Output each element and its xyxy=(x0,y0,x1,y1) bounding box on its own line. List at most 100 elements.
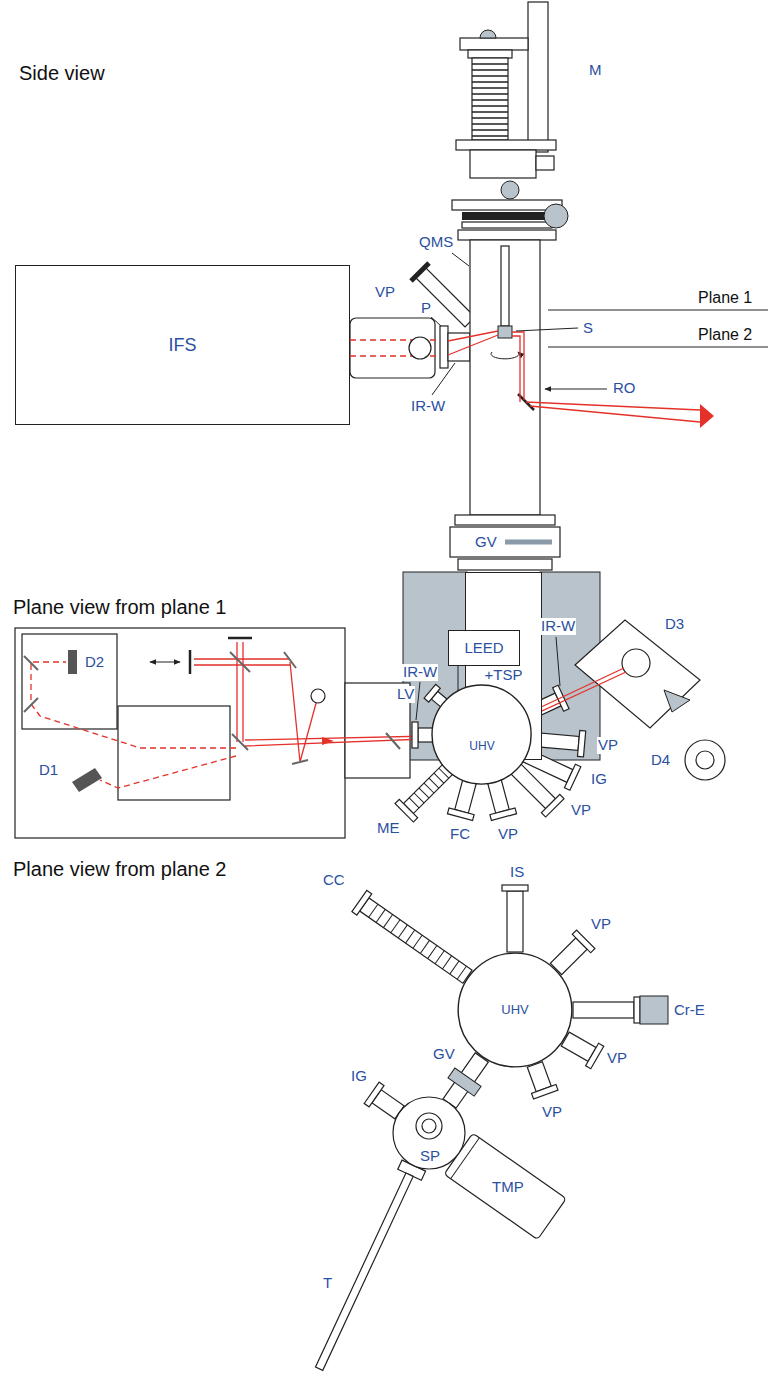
manipulator xyxy=(458,230,556,240)
part-label: IR-W xyxy=(402,664,438,681)
interferometer-optics xyxy=(24,638,476,792)
interferometer-optics xyxy=(189,650,192,674)
label-slot: VP xyxy=(570,802,592,819)
chamber-ports xyxy=(564,764,580,790)
chamber-ports xyxy=(418,728,434,742)
plane-marker: Plane 2 xyxy=(697,326,753,344)
chamber-ports xyxy=(412,722,418,748)
chamber-column xyxy=(450,527,560,557)
detector-housing xyxy=(622,649,650,677)
part-label: D1 xyxy=(38,762,59,779)
label-slot: Plane 1 xyxy=(697,289,753,307)
part-name: LEED xyxy=(464,639,503,656)
leed-box: LEED xyxy=(448,630,520,666)
load-lock xyxy=(307,1160,425,1374)
leader-lines xyxy=(432,363,455,395)
part-label: IS xyxy=(509,864,525,881)
manipulator xyxy=(536,156,554,170)
label-slot: IG xyxy=(350,1068,368,1085)
part-label: FC xyxy=(449,826,471,843)
spectrometer-housing xyxy=(118,706,230,800)
label-slot: IR-W xyxy=(540,618,576,635)
chamber-circle: UHV xyxy=(431,684,532,785)
chamber-column xyxy=(455,515,555,525)
manipulator xyxy=(468,50,512,58)
label-slot: Cr-E xyxy=(673,1002,706,1019)
ir-beam xyxy=(448,331,498,355)
interferometer-optics xyxy=(100,756,236,788)
label-slot: Plane view from plane 1 xyxy=(12,596,227,618)
chamber-ports xyxy=(634,997,640,1023)
interferometer-optics xyxy=(72,768,102,792)
leader-lines xyxy=(556,637,560,686)
label-slot: SP xyxy=(419,1148,441,1165)
part-label: GV xyxy=(432,1046,456,1063)
interferometer-optics xyxy=(24,698,38,712)
chamber-ports xyxy=(502,885,528,891)
part-label: QMS xyxy=(418,234,454,251)
label-slot: FC xyxy=(449,826,471,843)
load-lock xyxy=(444,1133,566,1239)
interferometer-optics xyxy=(290,662,318,762)
section-heading: Side view xyxy=(18,62,106,84)
chamber-ports xyxy=(511,764,556,809)
interferometer-optics xyxy=(237,642,243,742)
interferometer-optics xyxy=(68,650,77,674)
part-label: VP xyxy=(374,284,396,301)
label-slot: D2 xyxy=(84,654,105,671)
label-slot: T xyxy=(322,1275,333,1292)
chamber-ports xyxy=(395,799,418,822)
part-label: VP xyxy=(597,737,619,754)
label-slot: TMP xyxy=(491,1179,525,1196)
part-label: VP xyxy=(541,1104,563,1121)
leader-lines xyxy=(545,389,607,390)
manipulator xyxy=(462,212,552,220)
part-label: IR-W xyxy=(410,398,446,415)
label-slot: GV xyxy=(474,534,498,551)
interferometer-optics xyxy=(150,662,180,663)
part-label: P xyxy=(420,300,432,317)
chamber-outline xyxy=(431,684,532,785)
leader-lines xyxy=(430,316,441,326)
chamber-ports xyxy=(488,780,510,814)
ir-beam xyxy=(512,332,524,402)
interferometer-optics xyxy=(228,637,252,640)
label-slot: VP xyxy=(597,737,619,754)
chamber-ports xyxy=(507,891,523,952)
label-slot: D1 xyxy=(38,762,59,779)
ir-beam xyxy=(700,404,714,428)
part-label: SP xyxy=(419,1148,441,1165)
chamber-column xyxy=(458,559,552,570)
label-slot: Plane 2 xyxy=(697,326,753,344)
part-label: VP xyxy=(497,826,519,843)
manipulator xyxy=(472,64,508,136)
manipulator xyxy=(544,204,568,228)
part-label: T xyxy=(322,1275,333,1292)
part-label: IG xyxy=(590,771,608,788)
label-slot: ME xyxy=(376,820,401,837)
chamber-column xyxy=(505,540,552,545)
part-label: D2 xyxy=(84,654,105,671)
plane-marker: Plane 1 xyxy=(697,289,753,307)
manipulator xyxy=(480,30,496,38)
label-slot: RO xyxy=(612,380,637,397)
chamber-ports xyxy=(490,808,517,821)
interferometer-optics xyxy=(386,733,400,749)
interferometer-optics xyxy=(31,662,236,748)
leader-lines xyxy=(516,328,578,331)
label-slot: S xyxy=(582,320,594,337)
mirror-symbol xyxy=(409,337,431,359)
part-name: UHV xyxy=(469,740,494,754)
label-slot: VP xyxy=(541,1104,563,1121)
part-label: VP xyxy=(590,916,612,933)
chamber-ports xyxy=(586,1043,604,1069)
interferometer-optics xyxy=(232,734,248,750)
leader-lines xyxy=(430,253,768,395)
chamber-ports xyxy=(424,684,440,702)
chamber-outline xyxy=(432,685,531,784)
part-label: RO xyxy=(612,380,637,397)
label-slot: Side view xyxy=(18,62,106,84)
manipulator xyxy=(452,2,568,240)
side-ports xyxy=(350,263,475,378)
label-slot: IG xyxy=(590,771,608,788)
